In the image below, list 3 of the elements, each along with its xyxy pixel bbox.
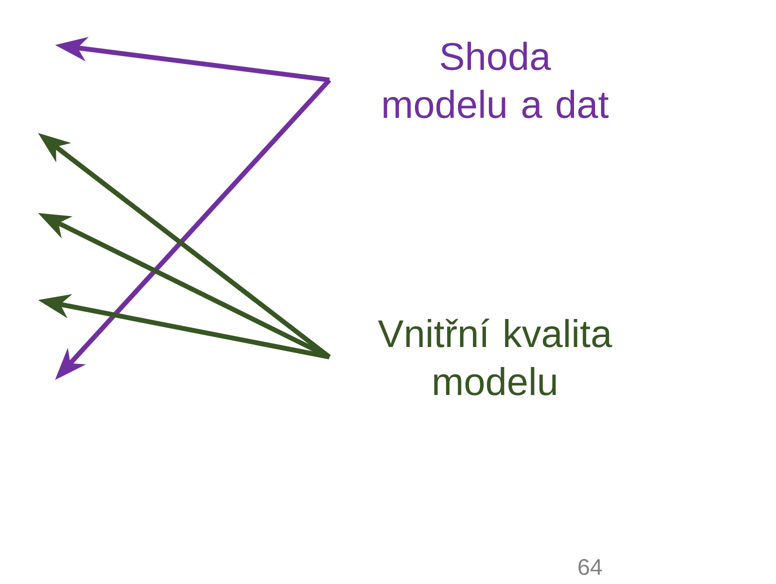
page-number: 64 xyxy=(578,558,602,576)
text-label: Vnitřní kvalita modelu xyxy=(378,318,612,396)
text-label: Shoda modelu a dat xyxy=(384,42,609,118)
